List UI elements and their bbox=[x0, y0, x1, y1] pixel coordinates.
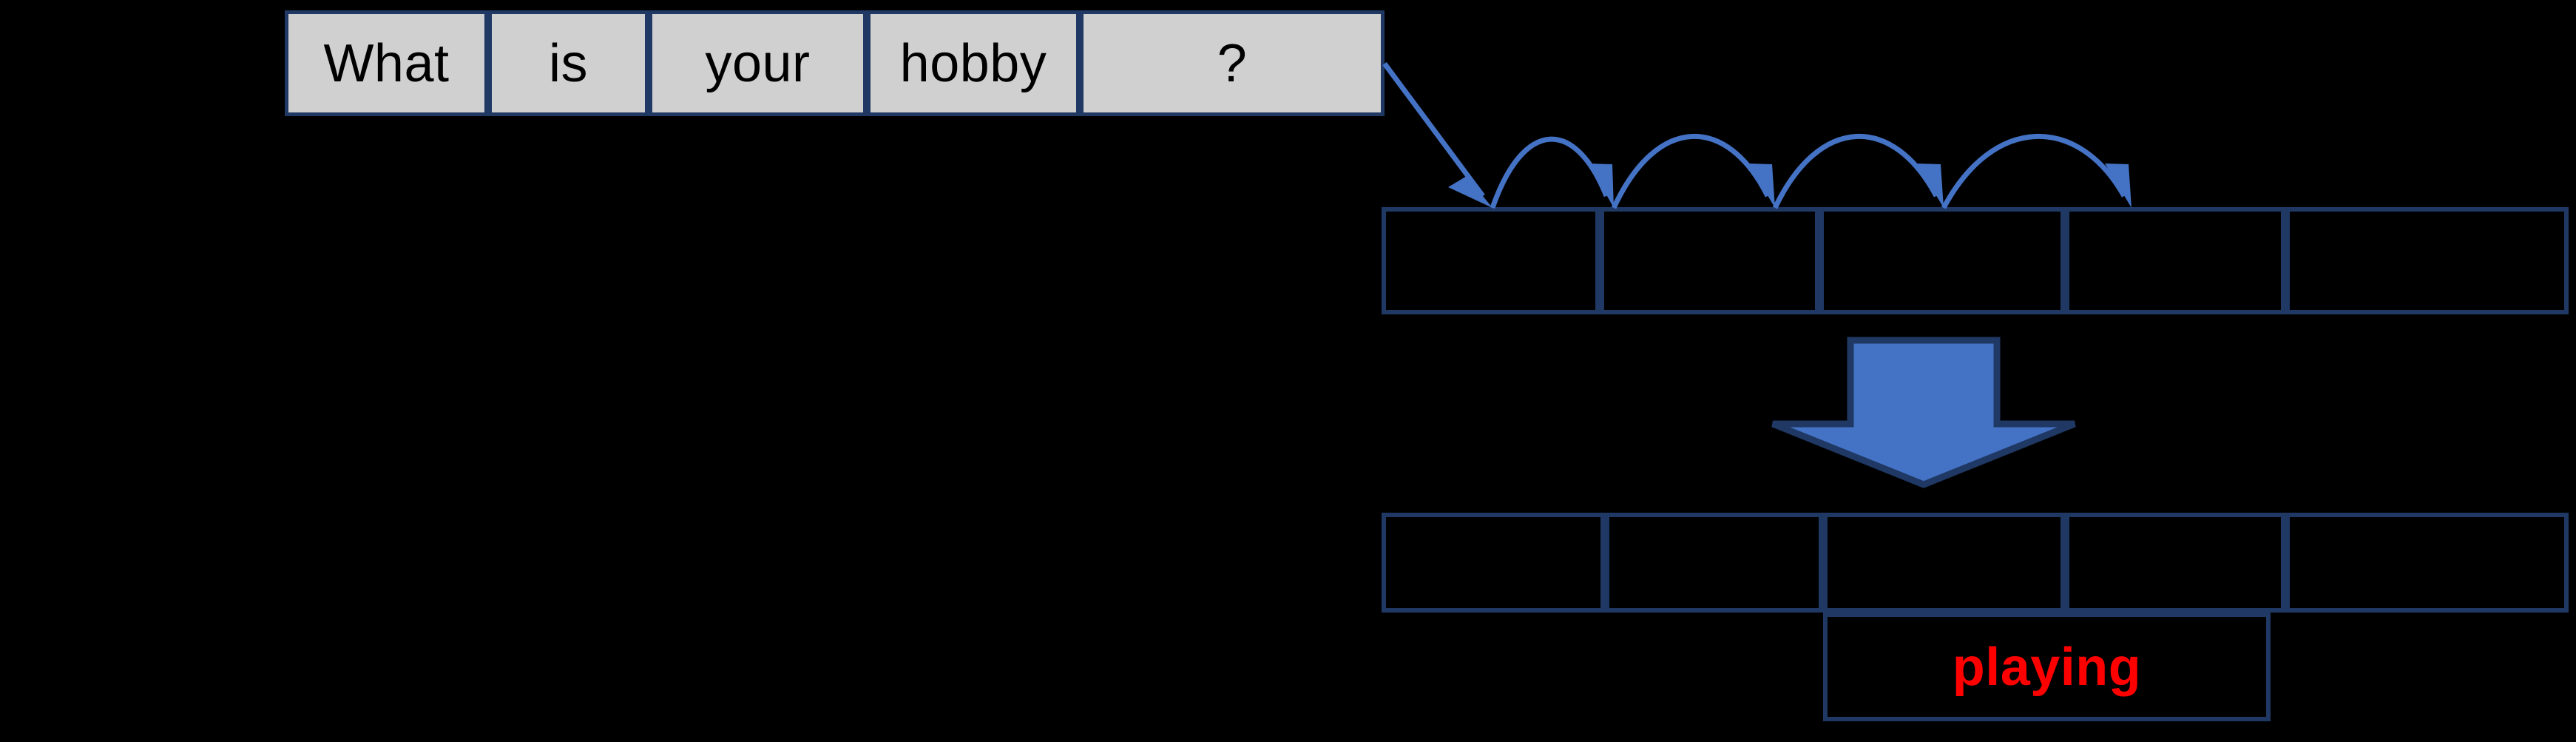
question-to-encoder-arrow-icon bbox=[1382, 61, 1492, 208]
encoder-cell-4 bbox=[2285, 207, 2569, 314]
source-token-cell-3: hobby bbox=[867, 10, 1080, 116]
decoder-cell-4 bbox=[2285, 513, 2569, 613]
source-token-label: hobby bbox=[899, 33, 1047, 93]
hop-arc-icon-1 bbox=[1490, 136, 1614, 209]
generated-word-label: playing bbox=[1952, 637, 2142, 697]
source-token-cell-4: ? bbox=[1080, 10, 1385, 116]
downward-block-arrow-icon bbox=[1771, 337, 2076, 488]
source-token-label: your bbox=[705, 33, 811, 93]
encoder-cell-2 bbox=[1819, 207, 2065, 314]
hop-arc-icon-2 bbox=[1611, 133, 1775, 209]
source-token-cell-2: your bbox=[649, 10, 867, 116]
source-token-label: ? bbox=[1217, 33, 1248, 93]
generated-word-cell: playing bbox=[1823, 613, 2271, 721]
decoder-cell-0 bbox=[1382, 513, 1605, 613]
hop-arc-icon-4 bbox=[1941, 134, 2132, 209]
source-token-label: is bbox=[549, 33, 588, 93]
source-token-cell-1: is bbox=[488, 10, 649, 116]
hop-arc-icon-3 bbox=[1772, 134, 1944, 209]
decoder-cell-3 bbox=[2065, 513, 2285, 613]
encoder-cell-1 bbox=[1600, 207, 1819, 314]
encoder-cell-3 bbox=[2065, 207, 2285, 314]
encoder-cell-0 bbox=[1382, 207, 1600, 314]
decoder-cell-2 bbox=[1823, 513, 2065, 613]
source-token-cell-0: What bbox=[285, 10, 488, 116]
decoder-cell-1 bbox=[1605, 513, 1823, 613]
source-token-label: What bbox=[323, 33, 450, 93]
